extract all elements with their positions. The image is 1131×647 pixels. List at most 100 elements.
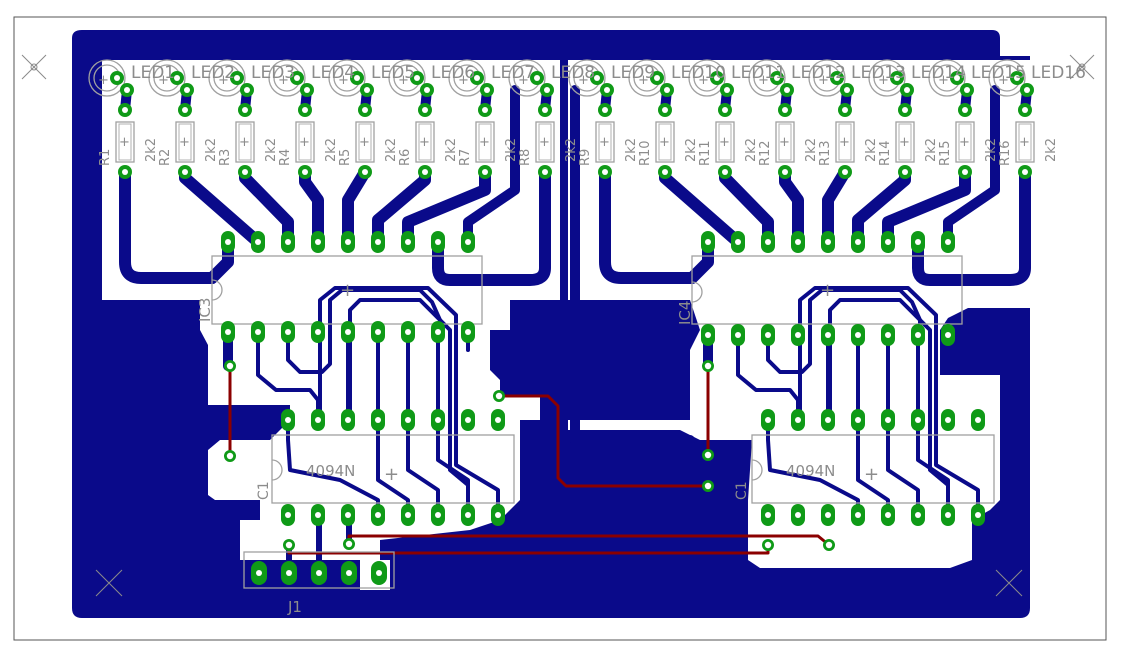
shift-left-body bbox=[271, 434, 515, 504]
resistor-pad-top-hole bbox=[362, 107, 368, 113]
resistor-core bbox=[778, 123, 792, 161]
silkscreen: +++++++++++++++++++++++++++++++++ bbox=[88, 59, 1035, 589]
led-pad-k-hole bbox=[1024, 87, 1030, 93]
resistor-plus-marker: + bbox=[719, 135, 730, 150]
led-label: LED1 bbox=[131, 63, 175, 83]
via-left-b-hole bbox=[226, 452, 234, 460]
led-label: LED3 bbox=[251, 63, 295, 83]
led-label: LED2 bbox=[191, 63, 235, 83]
led-pad-a-hole bbox=[834, 75, 840, 81]
shift-left-pin-bottom-hole bbox=[315, 512, 321, 518]
resistor-name: R13 bbox=[818, 140, 833, 166]
ic3-shift-trace bbox=[318, 286, 500, 517]
resistor-value: 2k2 bbox=[204, 138, 219, 162]
led-outline bbox=[628, 59, 666, 97]
ic4-pin-top-hole bbox=[765, 239, 771, 245]
via-right-c-hole bbox=[704, 482, 712, 490]
led-outline bbox=[148, 59, 186, 97]
led-pad-a-hole bbox=[1014, 75, 1020, 81]
via-right-e-hole bbox=[825, 541, 833, 549]
ic3-pin-bottom-hole bbox=[465, 329, 471, 335]
j1-body bbox=[243, 551, 395, 589]
resistor-plus-marker: + bbox=[419, 135, 430, 150]
resistor-pad-top-hole bbox=[602, 107, 608, 113]
resistor-body bbox=[355, 121, 375, 163]
ic3-pin-bottom-hole bbox=[285, 329, 291, 335]
resistor-pad-bottom-hole bbox=[482, 169, 488, 175]
resistor-name: R5 bbox=[338, 149, 353, 166]
ic4-notch bbox=[691, 281, 703, 303]
led-pad-k-hole bbox=[544, 87, 550, 93]
resistor-core bbox=[718, 123, 732, 161]
j1-pin-hole bbox=[316, 570, 322, 576]
via-right-b-hole bbox=[704, 451, 712, 459]
led-outline bbox=[448, 59, 486, 97]
via-j1-b-hole bbox=[345, 540, 353, 548]
led-pad-k-hole bbox=[244, 87, 250, 93]
shift-left-pin-top-hole bbox=[285, 417, 291, 423]
resistor-pad-top-hole bbox=[722, 107, 728, 113]
resistor-pad-top-hole bbox=[242, 107, 248, 113]
resistor-body bbox=[715, 121, 735, 163]
ic3-pin-top-hole bbox=[255, 239, 261, 245]
ic4-pin-top-hole bbox=[705, 239, 711, 245]
resistor-pad-top-hole bbox=[182, 107, 188, 113]
resistor-core bbox=[418, 123, 432, 161]
led-outline bbox=[928, 59, 966, 97]
resistor-value: 2k2 bbox=[444, 138, 459, 162]
led-label: LED10 bbox=[671, 63, 726, 83]
resistor-body bbox=[295, 121, 315, 163]
resistor-ic4-trace bbox=[822, 166, 851, 248]
resistor-pad-top-hole bbox=[782, 107, 788, 113]
resistor-value: 2k2 bbox=[264, 138, 279, 162]
resistor-pad-bottom-hole bbox=[182, 169, 188, 175]
led-plus-marker: + bbox=[578, 73, 589, 88]
pads bbox=[110, 71, 1034, 585]
led-plus-marker: + bbox=[518, 73, 529, 88]
resistor-pad-bottom-hole bbox=[842, 169, 848, 175]
shift-right-body bbox=[751, 434, 995, 504]
ic3-pin-bottom-hole bbox=[315, 329, 321, 335]
led-plus-marker: + bbox=[818, 73, 829, 88]
via-j1-a-hole bbox=[285, 541, 293, 549]
shift-right-pin-top-hole bbox=[975, 417, 981, 423]
ic3-shift-trace bbox=[348, 298, 470, 517]
resistor-pad-bottom-hole bbox=[242, 169, 248, 175]
led-plus-marker: + bbox=[638, 73, 649, 88]
ic4-pin-bottom-hole bbox=[825, 332, 831, 338]
resistor-plus-marker: + bbox=[1019, 135, 1030, 150]
led-pad-k-hole bbox=[124, 87, 130, 93]
resistor-body bbox=[955, 121, 975, 163]
ic4-shift-trace bbox=[828, 298, 950, 517]
resistor-pad-top-hole bbox=[662, 107, 668, 113]
led-label: LED4 bbox=[311, 63, 355, 83]
led-pad-k-hole bbox=[484, 87, 490, 93]
shift-left-pin-bottom-hole bbox=[405, 512, 411, 518]
resistor-pad-top-hole bbox=[902, 107, 908, 113]
resistor-name: R14 bbox=[878, 140, 893, 166]
led-pad-k-hole bbox=[904, 87, 910, 93]
led-plus-marker: + bbox=[158, 73, 169, 88]
resistor-pad-bottom-hole bbox=[782, 169, 788, 175]
resistor-body bbox=[475, 121, 495, 163]
shift-left-pin-top-hole bbox=[315, 417, 321, 423]
ic3-pin-top-hole bbox=[345, 239, 351, 245]
resistor-pad-top-hole bbox=[482, 107, 488, 113]
resistor-name: R11 bbox=[698, 140, 713, 166]
led-outline bbox=[748, 59, 786, 97]
led-plus-marker: + bbox=[458, 73, 469, 88]
resistor-plus-marker: + bbox=[899, 135, 910, 150]
resistor-pad-bottom-hole bbox=[602, 169, 608, 175]
resistor-value: 2k2 bbox=[324, 138, 339, 162]
ic4-pin-bottom-hole bbox=[915, 332, 921, 338]
ic4-label: IC4 bbox=[676, 301, 694, 325]
resistor-pad-top-hole bbox=[542, 107, 548, 113]
resistor-name: R2 bbox=[158, 149, 173, 166]
resistor-plus-marker: + bbox=[479, 135, 490, 150]
resistor-body bbox=[235, 121, 255, 163]
resistor-pad-bottom-hole bbox=[662, 169, 668, 175]
resistor-body bbox=[655, 121, 675, 163]
resistor-name: R8 bbox=[518, 149, 533, 166]
shift-left-pin-bottom-hole bbox=[435, 512, 441, 518]
